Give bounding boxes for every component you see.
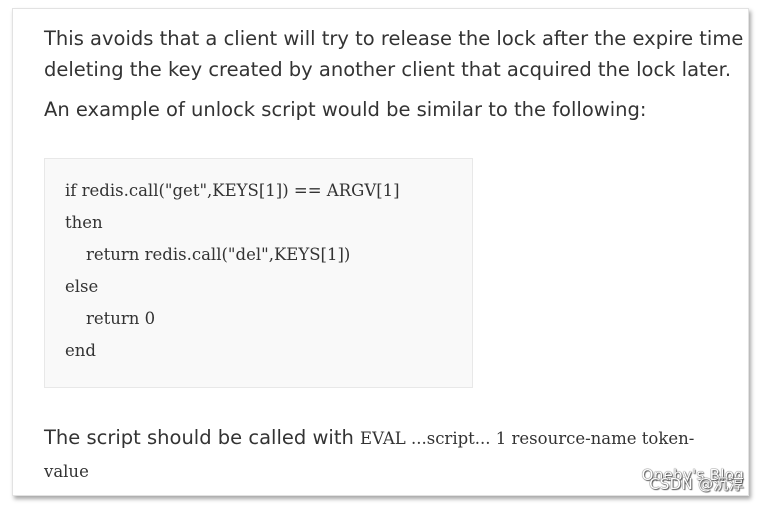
- intro-line-2: deleting the key created by another clie…: [44, 58, 732, 81]
- code-line: return 0: [65, 309, 156, 328]
- blog-watermark: Oneby's Blog: [641, 466, 744, 484]
- inline-code: EVAL ...script... 1 resource-name token-: [360, 429, 695, 448]
- code-line: if redis.call("get",KEYS[1]) == ARGV[1]: [65, 181, 400, 200]
- code-line: end: [65, 341, 96, 360]
- intro-line-1: This avoids that a client will try to re…: [44, 27, 744, 50]
- example-paragraph: An example of unlock script would be sim…: [44, 98, 647, 121]
- closing-text: The script should be called with: [44, 426, 361, 449]
- code-line: return redis.call("del",KEYS[1]): [65, 245, 351, 264]
- code-line: then: [65, 213, 103, 232]
- code-block: if redis.call("get",KEYS[1]) == ARGV[1] …: [44, 158, 473, 388]
- article-frame: This avoids that a client will try to re…: [12, 8, 749, 496]
- code-line: else: [65, 277, 99, 296]
- csdn-watermark: CSDN @沉淳: [649, 475, 744, 493]
- inline-code-continued: value: [44, 462, 89, 481]
- intro-paragraph: This avoids that a client will try to re…: [44, 23, 743, 85]
- closing-paragraph: The script should be called with EVAL ..…: [44, 422, 744, 488]
